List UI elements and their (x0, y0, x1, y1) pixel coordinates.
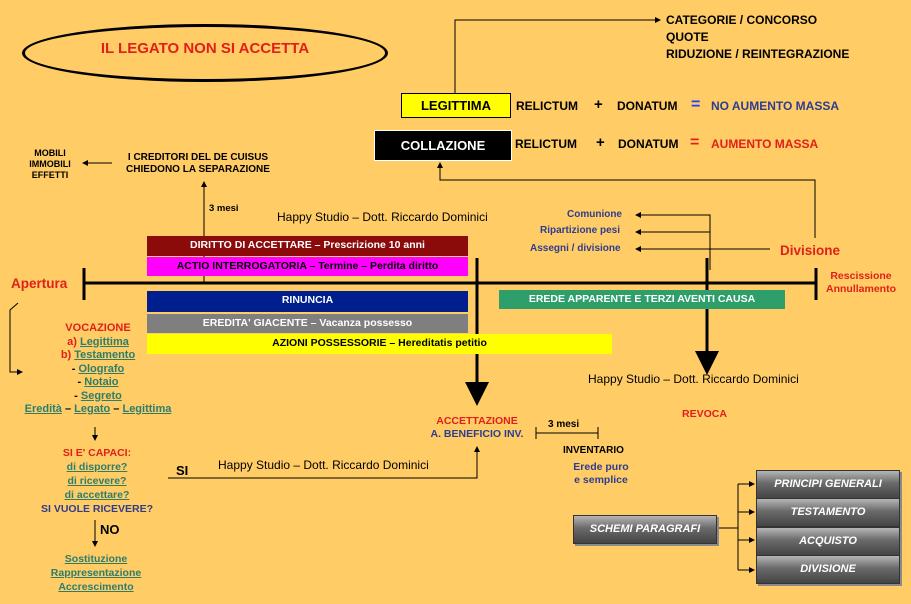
watermark-text: Happy Studio – Dott. Riccardo Dominici (277, 210, 488, 224)
inventario-label: INVENTARIO (563, 445, 624, 456)
categorie-list: CATEGORIE / CONCORSO QUOTE RIDUZIONE / R… (666, 12, 849, 63)
page-title: IL LEGATO NON SI ACCETTA (100, 40, 310, 57)
divisione-item-comunione: Comunione (567, 209, 622, 220)
diritto-accettare-bar: DIRITTO DI ACCETTARE – Prescrizione 10 a… (147, 236, 468, 256)
dash: - (71, 362, 76, 375)
azioni-possessorie-bar: AZIONI POSSESSORIE – Hereditatis petitio (147, 334, 612, 354)
collazione-result: AUMENTO MASSA (711, 137, 819, 151)
si-label: SI (176, 463, 189, 478)
dash: - (74, 389, 78, 402)
beni-item: EFFETTI (31, 170, 69, 180)
no-label: NO (100, 522, 120, 537)
erede-puro-line: Erede puro (573, 461, 629, 473)
link-disporre[interactable]: di disporre? (66, 461, 128, 473)
bottom-links: Sostituzione Rappresentazione Accrescime… (30, 552, 162, 594)
vocazione-title: VOCAZIONE (65, 322, 131, 334)
link-olografo[interactable]: Olografo (78, 362, 125, 375)
legittima-relictum: RELICTUM (516, 99, 578, 113)
separator: – (113, 403, 120, 415)
vocazione-b-prefix: b) (60, 349, 72, 361)
rescissione-line: Rescissione (830, 270, 892, 282)
creditori-text: I CREDITORI DEL DE CUISUS CHIEDONO LA SE… (108, 152, 288, 176)
title-ellipse (22, 24, 388, 82)
rinuncia-bar: RINUNCIA (147, 291, 468, 312)
link-ricevere[interactable]: di ricevere? (67, 475, 127, 487)
erede-apparente-bar: EREDE APPARENTE E TERZI AVENTI CAUSA (499, 290, 785, 309)
categorie-item: RIDUZIONE / REINTEGRAZIONE (666, 47, 850, 61)
separator: – (64, 403, 72, 415)
apertura-label: Apertura (11, 276, 68, 291)
schemi-acquisto[interactable]: ACQUISTO (756, 527, 900, 556)
link-legittima-2[interactable]: Legittima (122, 403, 172, 415)
schemi-divisione[interactable]: DIVISIONE (756, 555, 900, 584)
rescissione-line: Annullamento (826, 283, 896, 295)
legittima-equals: = (691, 96, 701, 113)
beni-item: IMMOBILI (29, 159, 71, 169)
link-sostituzione[interactable]: Sostituzione (64, 553, 128, 565)
link-notaio[interactable]: Notaio (84, 376, 119, 388)
link-testamento[interactable]: Testamento (74, 349, 136, 361)
dash: - (77, 376, 82, 388)
vocazione-a-prefix: a) (67, 335, 77, 348)
tre-mesi-label-2: 3 mesi (548, 419, 580, 430)
legittima-plus: + (594, 96, 603, 113)
collazione-relictum: RELICTUM (515, 137, 577, 151)
erede-puro-line: e semplice (574, 474, 628, 486)
link-legato[interactable]: Legato (74, 403, 111, 415)
beni-item: MOBILI (34, 148, 66, 158)
link-legittima[interactable]: Legittima (79, 335, 129, 348)
link-segreto[interactable]: Segreto (80, 389, 122, 402)
collazione-box[interactable]: COLLAZIONE (374, 130, 512, 161)
creditori-line: CHIEDONO LA SEPARAZIONE (126, 164, 270, 175)
creditori-line: I CREDITORI DEL DE CUISUS (127, 152, 269, 163)
divisione-item-ripartizione: Ripartizione pesi (540, 225, 621, 236)
capaci-title: SI E' CAPACI: (62, 447, 132, 459)
revoca-label: REVOCA (682, 408, 727, 420)
erede-puro-text: Erede puro e semplice (556, 461, 646, 487)
watermark-text: Happy Studio – Dott. Riccardo Dominici (218, 458, 429, 472)
accettazione-block: ACCETTAZIONE A. BENEFICIO INV. (418, 415, 536, 441)
link-rappresentazione[interactable]: Rappresentazione (50, 567, 142, 579)
capaci-block: SI E' CAPACI: di disporre? di ricevere? … (22, 446, 172, 516)
accettazione-beneficio: A. BENEFICIO INV. (430, 428, 524, 440)
tre-mesi-label: 3 mesi (209, 203, 239, 214)
accettazione-title: ACCETTAZIONE (436, 415, 518, 427)
legittima-result: NO AUMENTO MASSA (711, 99, 840, 113)
collazione-plus: + (596, 134, 605, 151)
link-accettare[interactable]: di accettare? (64, 489, 130, 501)
schemi-testamento[interactable]: TESTAMENTO (756, 498, 900, 527)
link-accrescimento[interactable]: Accrescimento (58, 581, 134, 593)
divisione-item-assegni: Assegni / divisione (530, 243, 621, 254)
capaci-vuole-ricevere: SI VUOLE RICEVERE? (40, 503, 154, 515)
legittima-donatum: DONATUM (617, 99, 678, 113)
categorie-item: QUOTE (666, 30, 709, 44)
collazione-equals: = (690, 134, 700, 151)
divisione-label: Divisione (780, 243, 841, 258)
beni-list: MOBILI IMMOBILI EFFETTI (26, 148, 74, 181)
schemi-principi-generali[interactable]: PRINCIPI GENERALI (756, 470, 900, 499)
vocazione-block: VOCAZIONE a) Legittima b) Testamento - O… (14, 322, 182, 417)
legittima-box[interactable]: LEGITTIMA (401, 93, 511, 118)
collazione-donatum: DONATUM (618, 137, 679, 151)
categorie-item: CATEGORIE / CONCORSO (666, 13, 818, 27)
schemi-paragrafi-button[interactable]: SCHEMI PARAGRAFI (573, 515, 717, 544)
eredita-giacente-bar: EREDITA' GIACENTE – Vacanza possesso (147, 314, 468, 333)
actio-interrogatoria-bar: ACTIO INTERROGATORIA – Termine – Perdita… (147, 257, 468, 276)
watermark-text: Happy Studio – Dott. Riccardo Dominici (588, 372, 799, 386)
rescissione-text: Rescissione Annullamento (816, 270, 906, 296)
link-eredita[interactable]: Eredità (24, 403, 62, 415)
